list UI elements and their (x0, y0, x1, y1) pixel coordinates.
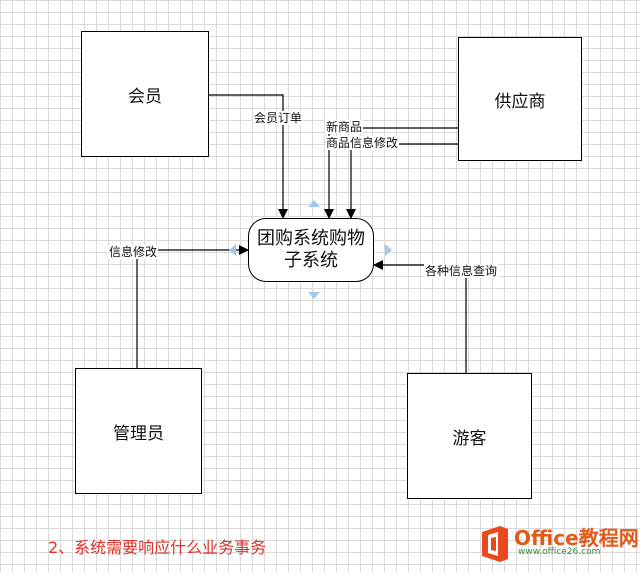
flow-product-info-line (346, 143, 458, 219)
watermark-url: www.office26.com (518, 547, 601, 557)
handle-right-icon[interactable] (385, 244, 392, 256)
flow-label-member-order: 会员订单 (253, 111, 304, 125)
watermark-brand: Office教程网 (514, 526, 639, 550)
entity-supplier[interactable]: 供应商 (458, 37, 582, 161)
process-label: 团购系统购物 子系统 (257, 228, 365, 272)
entity-visitor-label: 游客 (452, 428, 487, 449)
flow-admin-info-line (136, 245, 249, 368)
process-label-line2: 子系统 (284, 250, 338, 271)
entity-supplier-label: 供应商 (494, 91, 546, 112)
flow-label-new-product: 新商品 (325, 120, 364, 134)
process-label-line1: 团购系统购物 (257, 228, 365, 249)
flow-label-info-query: 各种信息查询 (424, 264, 499, 278)
flow-label-product-info-edit: 商品信息修改 (325, 136, 400, 150)
section-caption: 2、系统需要响应什么业务事务 (48, 538, 267, 557)
entity-member[interactable]: 会员 (81, 31, 209, 157)
watermark-logo: Office教程网 www.office26.com (478, 520, 639, 566)
office-logo-icon (482, 526, 508, 562)
handle-bottom-icon[interactable] (308, 292, 320, 299)
flow-label-info-edit: 信息修改 (108, 245, 159, 259)
entity-admin[interactable]: 管理员 (75, 368, 202, 494)
process-shopping-subsystem[interactable]: 团购系统购物 子系统 (248, 218, 374, 282)
entity-admin-label: 管理员 (113, 423, 164, 444)
entity-member-label: 会员 (128, 86, 162, 107)
flow-member-order-line (209, 94, 288, 219)
handle-top-icon[interactable] (308, 200, 320, 207)
handle-left-icon[interactable] (229, 244, 236, 256)
flow-visitor-query-line (373, 260, 467, 373)
entity-visitor[interactable]: 游客 (407, 373, 532, 499)
